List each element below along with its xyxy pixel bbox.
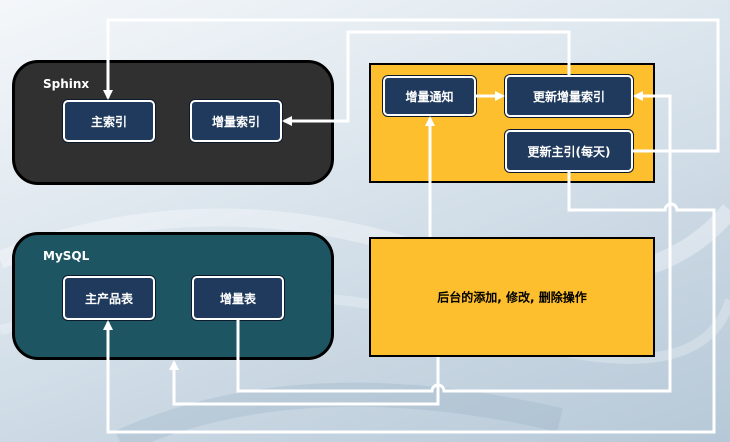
delta-notify-node: 增量通知 bbox=[383, 76, 476, 116]
sphinx-title: Sphinx bbox=[43, 77, 90, 91]
mysql-title: MySQL bbox=[43, 249, 90, 263]
arrow-operations-to-mysql bbox=[169, 357, 440, 406]
delta-table-node: 增量表 bbox=[192, 276, 284, 320]
delta-index-node: 增量索引 bbox=[190, 100, 282, 142]
update-delta-index-node: 更新增量索引 bbox=[505, 75, 633, 117]
main-product-table-node: 主产品表 bbox=[63, 276, 155, 320]
update-main-index-node: 更新主引(每天) bbox=[505, 130, 633, 172]
sphinx-group: Sphinx bbox=[12, 60, 334, 185]
mysql-group: MySQL bbox=[12, 232, 334, 360]
main-index-node: 主索引 bbox=[63, 100, 155, 142]
operations-panel: 后台的添加, 修改, 删除操作 bbox=[369, 237, 655, 357]
operations-label: 后台的添加, 修改, 删除操作 bbox=[437, 290, 587, 305]
